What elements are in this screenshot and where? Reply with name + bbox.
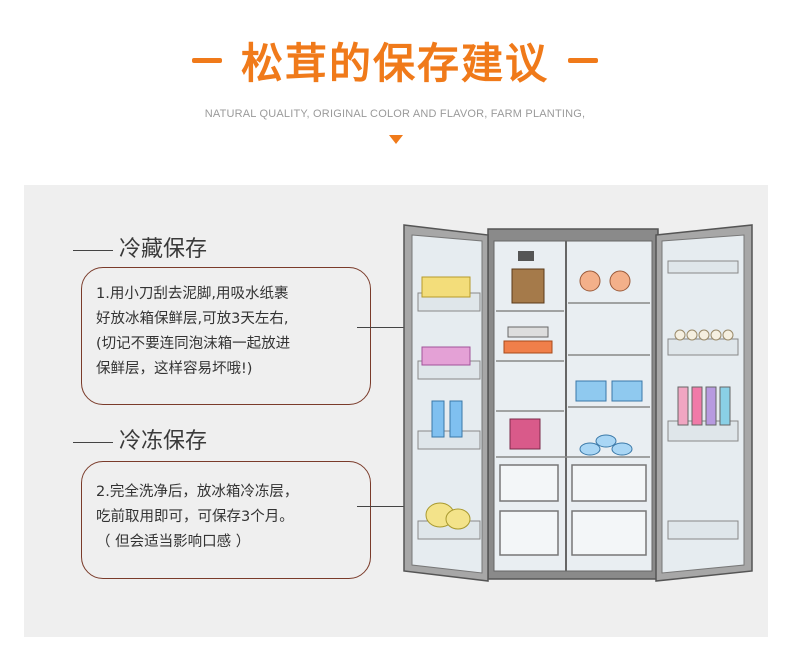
down-arrow-icon	[389, 135, 403, 144]
page-subtitle: NATURAL QUALITY, ORIGINAL COLOR AND FLAV…	[204, 108, 586, 120]
tip-line: （ 但会适当影响口感 ）	[96, 534, 251, 550]
title-dash-left	[191, 58, 222, 63]
title-row: 松茸的保存建议	[0, 30, 790, 91]
header: 松茸的保存建议 NATURAL QUALITY, ORIGINAL COLOR …	[0, 0, 790, 185]
fridge-illustration	[403, 224, 753, 582]
tip-line: 好放冰箱保鲜层,可放3天左右,	[96, 311, 289, 327]
section-title-refrigerate: 冷藏保存	[73, 231, 207, 263]
section-title-line	[73, 249, 113, 251]
refrigerate-tip-box: 1.用小刀刮去泥脚,用吸水纸裹 好放冰箱保鲜层,可放3天左右, (切记不要连同泡…	[81, 267, 371, 405]
section-title-text: 冷藏保存	[119, 237, 208, 262]
page-title: 松茸的保存建议	[240, 39, 549, 88]
section-title-freeze: 冷冻保存	[73, 423, 207, 455]
tip-line: 保鲜层，这样容易坏哦!)	[96, 361, 253, 377]
content-panel: 冷藏保存 1.用小刀刮去泥脚,用吸水纸裹 好放冰箱保鲜层,可放3天左右, (切记…	[24, 185, 768, 637]
tip-line: 1.用小刀刮去泥脚,用吸水纸裹	[96, 286, 289, 302]
freeze-tip-box: 2.完全洗净后，放冰箱冷冻层， 吃前取用即可，可保存3个月。 （ 但会适当影响口…	[81, 461, 371, 579]
tip-line: 吃前取用即可，可保存3个月。	[96, 509, 294, 525]
section-title-text: 冷冻保存	[119, 429, 208, 454]
section-title-line	[73, 441, 113, 443]
tip-line: (切记不要连同泡沫箱一起放进	[96, 336, 291, 352]
title-dash-right	[568, 58, 599, 63]
tip-line: 2.完全洗净后，放冰箱冷冻层，	[96, 484, 299, 500]
